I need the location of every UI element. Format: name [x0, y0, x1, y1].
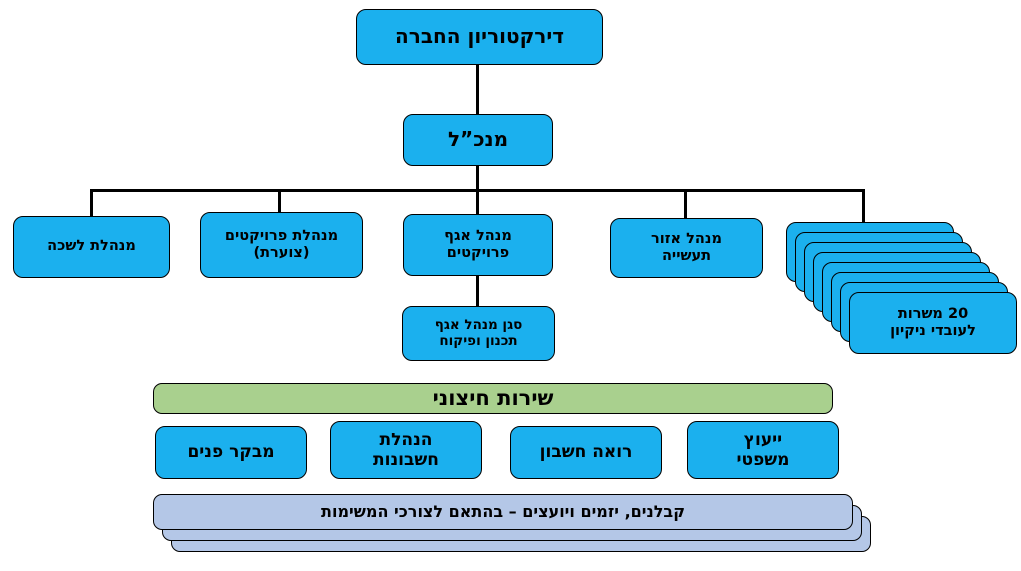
contractors-layer-front[interactable]: קבלנים, יזמים ויועצים – בהתאם לצורכי המש… — [153, 494, 853, 530]
external-service-header: שירות חיצוני — [153, 383, 833, 414]
connector-horizontal-bus — [90, 189, 865, 192]
node-projects-manager[interactable]: מנהלת פרויקטים (צוערת) — [200, 212, 363, 278]
external-service-item-accountant[interactable]: רואה חשבון — [510, 426, 662, 479]
stack-layer-front-cleaning-positions[interactable]: 20 משרות לעובדי ניקיון — [849, 292, 1017, 354]
external-service-item-legal-counsel[interactable]: ייעוץ משפטי — [687, 421, 839, 479]
node-board[interactable]: דירקטוריון החברה — [356, 9, 603, 65]
node-ceo[interactable]: מנכ”ל — [403, 114, 553, 166]
node-industrial-zone-manager[interactable]: מנהל אזור תעשייה — [610, 218, 763, 278]
node-deputy-planning[interactable]: סגן מנהל אגף תכנון ופיקוח — [402, 306, 555, 361]
stack-cleaning-positions[interactable]: 20 משרות לעובדי ניקיון — [786, 222, 1021, 368]
node-office-manager[interactable]: מנהלת לשכה — [13, 216, 170, 278]
external-service-item-bookkeeping[interactable]: הנהלת חשבונות — [330, 421, 482, 479]
connector-drop-cleaning-stack — [862, 189, 865, 222]
external-service-item-internal-auditor[interactable]: מבקר פנים — [155, 426, 307, 479]
stack-contractors[interactable]: קבלנים, יזמים ויועצים – בהתאם לצורכי המש… — [153, 494, 873, 564]
node-projects-division-head[interactable]: מנהל אגף פרויקטים — [403, 214, 553, 276]
connector-division-to-deputy — [476, 272, 479, 310]
connector-board-to-ceo — [476, 64, 479, 116]
connector-drop-office-manager — [90, 189, 93, 217]
connector-drop-industrial-zone — [684, 189, 687, 219]
connector-drop-projects-manager — [278, 189, 281, 217]
